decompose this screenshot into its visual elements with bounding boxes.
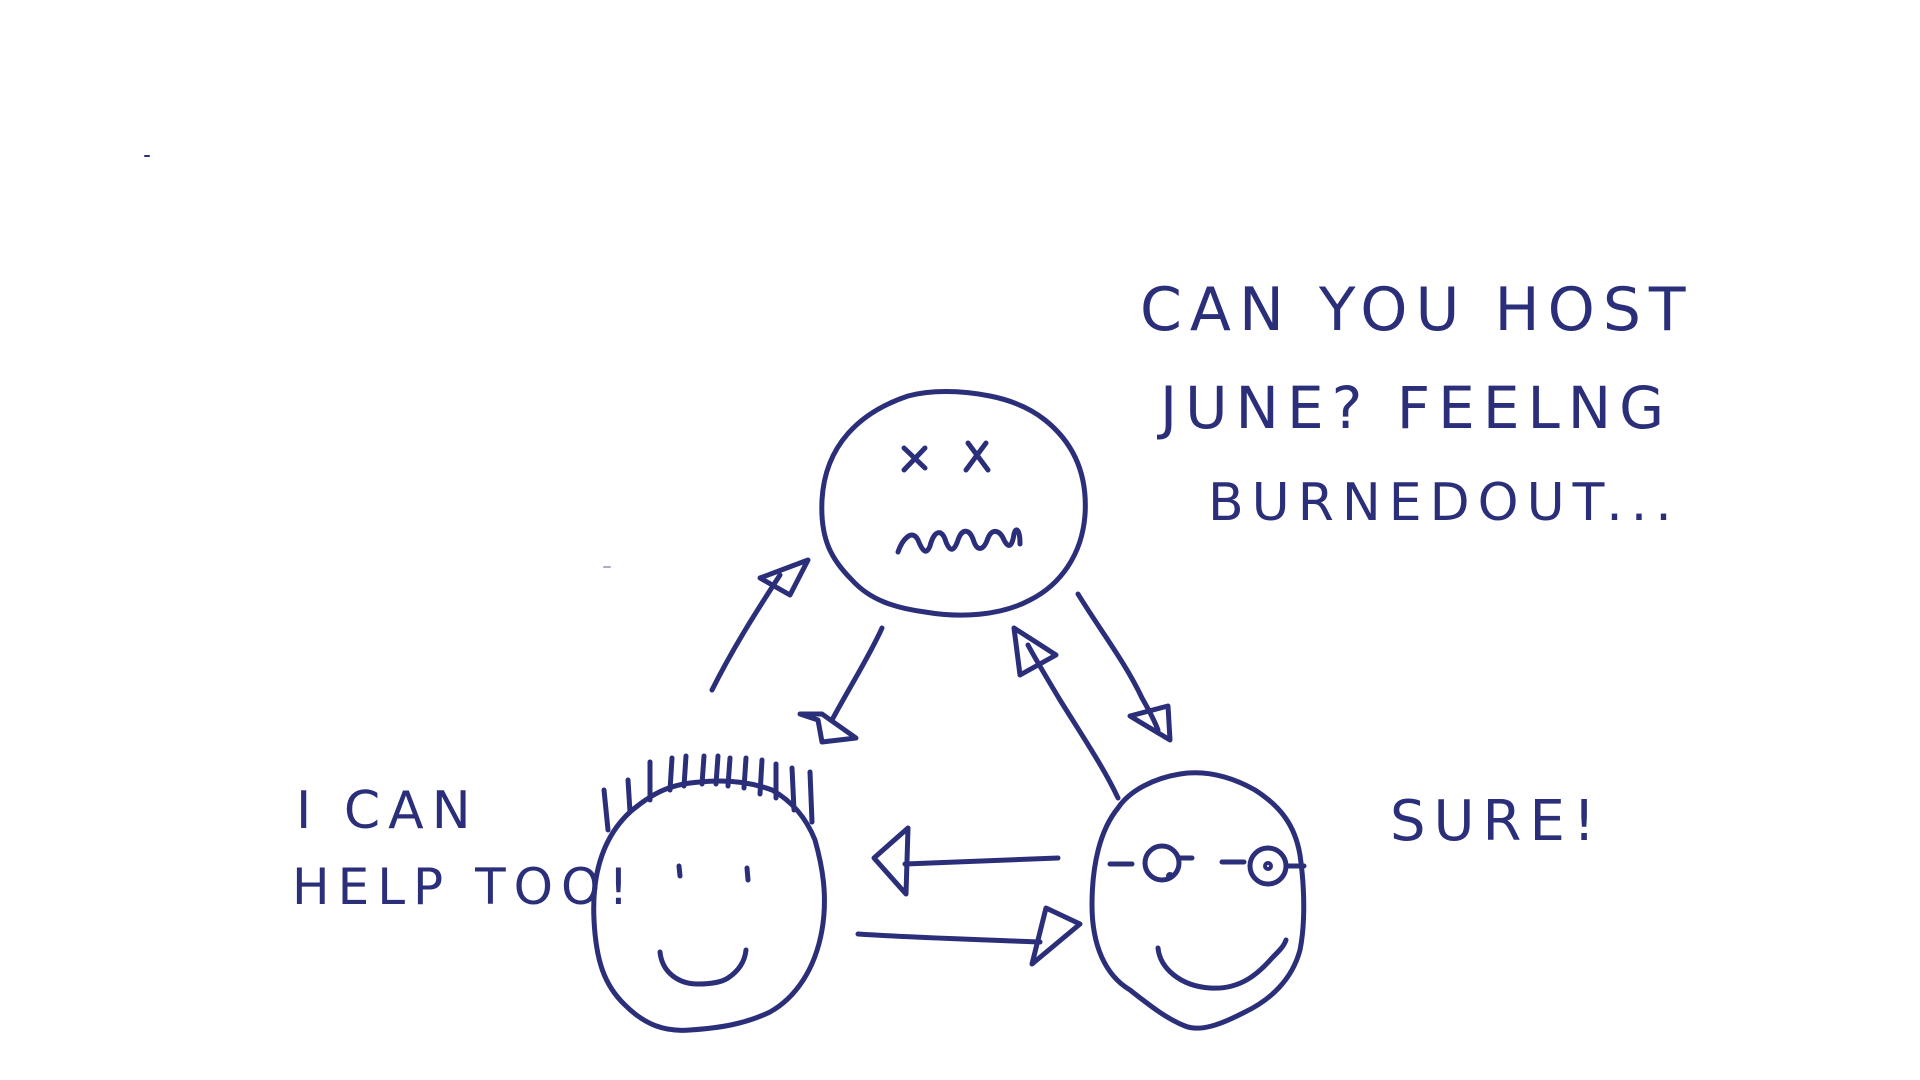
arrow-right-to-top — [1011, 625, 1121, 801]
note-right-line-1: SURE! — [1390, 789, 1603, 854]
spiky-hair — [601, 753, 815, 833]
glasses-icon — [1107, 843, 1307, 887]
arrow-right-to-left — [871, 825, 1061, 897]
note-left-line-1: I CAN — [296, 781, 479, 841]
smile — [657, 947, 749, 987]
smile — [1155, 937, 1289, 991]
arrow-top-to-right — [1075, 591, 1173, 743]
note-left: I CAN HELP TOO! — [292, 781, 636, 916]
arrows — [709, 557, 1173, 967]
x-eyes — [901, 440, 991, 473]
glasses-face — [1089, 770, 1307, 1031]
burned-out-face-outline — [819, 389, 1088, 618]
note-top-line-1: CAN YOU HOST — [1140, 275, 1694, 345]
note-top-line-2: JUNE? FEELNG — [1157, 374, 1672, 442]
stray-marks — [144, 155, 611, 568]
spiky-hair-face — [591, 753, 827, 1033]
arrow-left-to-top — [709, 557, 811, 693]
burned-out-face — [819, 389, 1088, 618]
eyes — [676, 863, 751, 883]
note-right: SURE! — [1390, 789, 1603, 854]
note-top: CAN YOU HOST JUNE? FEELNG BURNEDOUT... — [1140, 275, 1694, 533]
note-top-line-3: BURNEDOUT... — [1208, 473, 1680, 533]
glasses-face-outline — [1089, 770, 1307, 1031]
note-left-line-2: HELP TOO! — [292, 858, 636, 916]
arrow-top-to-left — [797, 625, 885, 745]
wavy-mouth — [895, 527, 1023, 555]
arrow-left-to-right — [855, 905, 1083, 967]
